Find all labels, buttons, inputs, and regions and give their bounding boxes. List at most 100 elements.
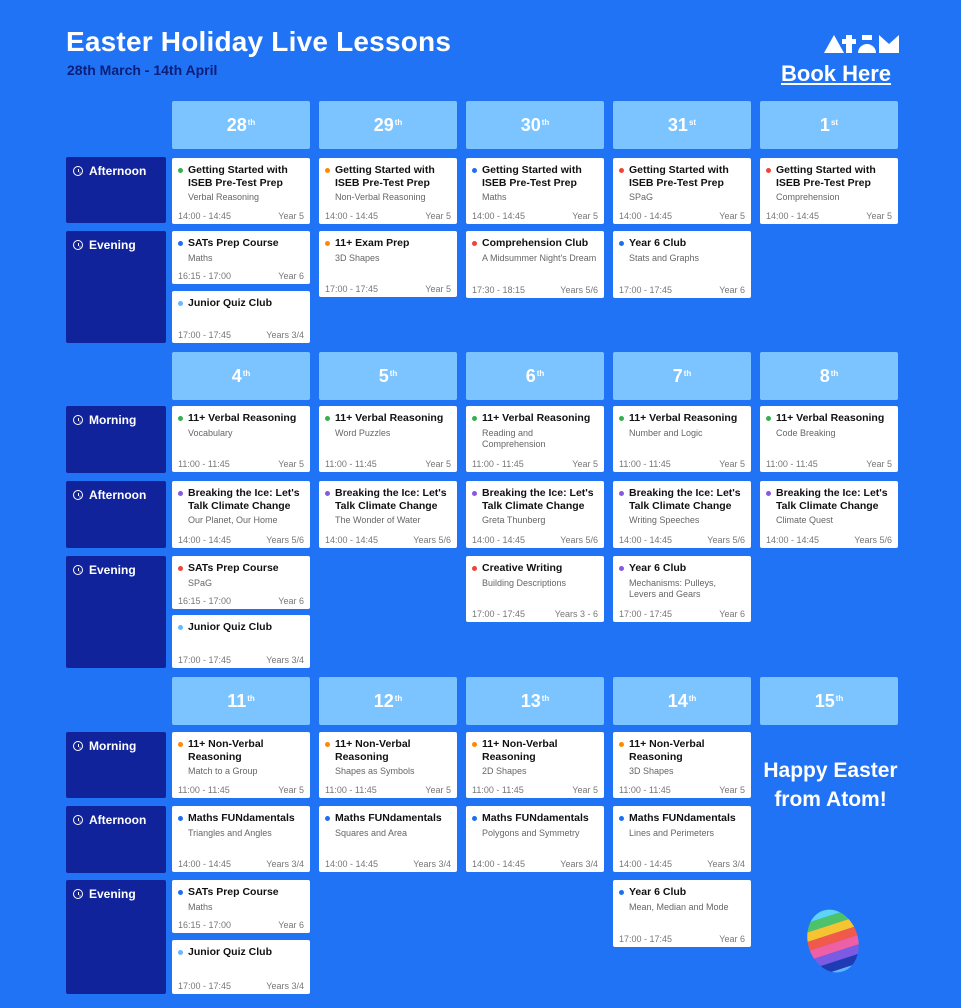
time-slot-heading: Evening	[73, 887, 136, 901]
lesson-time: 17:00 - 17:45	[619, 609, 673, 619]
lesson-title: SATs Prep Course	[188, 886, 279, 898]
time-slot-name: Afternoon	[89, 813, 147, 827]
day-suffix: th	[683, 368, 692, 378]
day-number: 11	[227, 690, 247, 711]
clock-icon	[73, 815, 83, 825]
subject-dot-icon	[325, 742, 330, 747]
lesson-title: SATs Prep Course	[188, 237, 279, 249]
lesson-time: 17:00 - 17:45	[178, 981, 232, 991]
day-number: 1	[819, 114, 830, 135]
lesson-time: 14:00 - 14:45	[472, 535, 526, 545]
lesson-topic: Maths	[188, 901, 213, 912]
lesson-time: 17:00 - 17:45	[178, 655, 232, 665]
subject-dot-icon	[619, 416, 624, 421]
lesson-time: 14:00 - 14:45	[619, 859, 673, 869]
lesson-header: Breaking the Ice: Let's Talk Climate Cha…	[178, 487, 304, 512]
time-slot-name: Morning	[89, 739, 137, 753]
lesson-footer: 17:00 - 17:45 Years 3/4	[178, 981, 304, 991]
book-here-link[interactable]: Book Here	[781, 61, 892, 86]
lesson-card[interactable]: Breaking the Ice: Let's Talk Climate Cha…	[319, 481, 457, 548]
lesson-topic: Shapes as Symbols	[335, 766, 415, 776]
subject-dot-icon	[472, 241, 477, 246]
lesson-topic: Climate Quest	[776, 515, 834, 525]
lesson-title: Year 6 Club	[629, 886, 687, 898]
lesson-header: 11+ Non-Verbal Reasoning	[619, 738, 745, 763]
lesson-year-group: Year 5	[572, 459, 598, 469]
subject-dot-icon	[178, 950, 183, 955]
lesson-year-group: Years 3/4	[266, 981, 304, 991]
lesson-title: Getting Started with ISEB Pre-Test Prep	[629, 164, 729, 189]
lesson-topic: Maths	[188, 252, 213, 263]
subject-dot-icon	[619, 241, 624, 246]
lesson-card[interactable]: Breaking the Ice: Let's Talk Climate Cha…	[466, 481, 604, 548]
lesson-topic: Triangles and Angles	[188, 827, 272, 838]
lesson-time: 11:00 - 11:45	[325, 785, 377, 795]
lesson-header: Getting Started with ISEB Pre-Test Prep	[472, 164, 598, 189]
subject-dot-icon	[325, 816, 330, 821]
lesson-year-group: Year 5	[866, 211, 892, 221]
lesson-card[interactable]: Breaking the Ice: Let's Talk Climate Cha…	[613, 481, 751, 548]
subject-dot-icon	[325, 416, 330, 421]
lesson-year-group: Year 5	[572, 785, 598, 795]
lesson-time: 16:15 - 17:00	[178, 920, 232, 930]
subject-dot-icon	[178, 241, 183, 246]
day-number: 14	[667, 690, 688, 711]
lesson-header: 11+ Verbal Reasoning	[325, 412, 451, 425]
subject-dot-icon	[619, 168, 624, 173]
lesson-time: 17:00 - 17:45	[178, 330, 232, 340]
lesson-card[interactable]: Breaking the Ice: Let's Talk Climate Cha…	[760, 481, 898, 548]
lesson-header: 11+ Verbal Reasoning	[766, 412, 892, 425]
lesson-year-group: Years 3/4	[266, 330, 304, 340]
day-suffix: th	[536, 368, 545, 378]
lesson-time: 14:00 - 14:45	[325, 535, 379, 545]
lesson-title: Junior Quiz Club	[188, 621, 272, 633]
lesson-year-group: Year 6	[719, 285, 745, 295]
lesson-year-group: Years 5/6	[560, 285, 598, 295]
lesson-title: 11+ Verbal Reasoning	[335, 412, 444, 424]
lesson-time: 14:00 - 14:45	[178, 859, 232, 869]
lesson-card[interactable]: Breaking the Ice: Let's Talk Climate Cha…	[172, 481, 310, 548]
clock-icon	[73, 240, 83, 250]
